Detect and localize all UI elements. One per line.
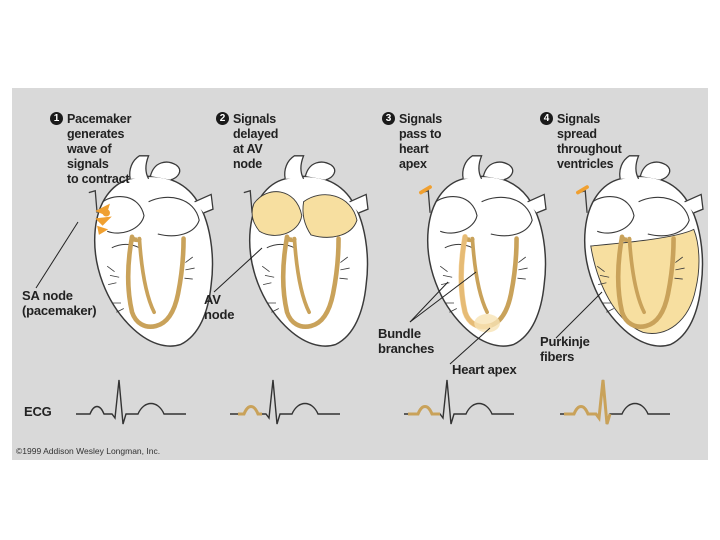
step-caption: Pacemaker generates wave of signals to c… bbox=[67, 112, 131, 187]
ecg-label: ECG bbox=[24, 404, 52, 419]
step-number: 3 bbox=[382, 112, 395, 125]
step-number: 4 bbox=[540, 112, 553, 125]
step-caption: Signals pass to heart apex bbox=[399, 112, 442, 172]
ecg-trace-2 bbox=[230, 380, 340, 424]
purkinje-fibers-label: Purkinje fibers bbox=[540, 334, 590, 364]
copyright-text: ©1999 Addison Wesley Longman, Inc. bbox=[16, 446, 160, 456]
av-node-label: AV node bbox=[204, 292, 234, 322]
sa-node-leader bbox=[36, 222, 78, 288]
purkinje-leader bbox=[556, 292, 602, 338]
bundle-branches-label: Bundle branches bbox=[378, 326, 434, 356]
ecg-trace-1 bbox=[76, 380, 186, 424]
step-caption: Signals delayed at AV node bbox=[233, 112, 278, 172]
apex-leader bbox=[450, 328, 490, 364]
ecg-trace-4 bbox=[560, 380, 670, 424]
heart-step-4 bbox=[578, 156, 703, 346]
heart-apex-label: Heart apex bbox=[452, 362, 516, 377]
bundle-leader-1 bbox=[410, 282, 448, 322]
heart-step-2 bbox=[244, 156, 368, 346]
ecg-trace-3 bbox=[404, 380, 514, 424]
step-number: 2 bbox=[216, 112, 229, 125]
step-caption: Signals spread throughout ventricles bbox=[557, 112, 622, 172]
sa-node-label: SA node (pacemaker) bbox=[22, 288, 96, 318]
step-number: 1 bbox=[50, 112, 63, 125]
heart-step-3 bbox=[421, 156, 546, 346]
